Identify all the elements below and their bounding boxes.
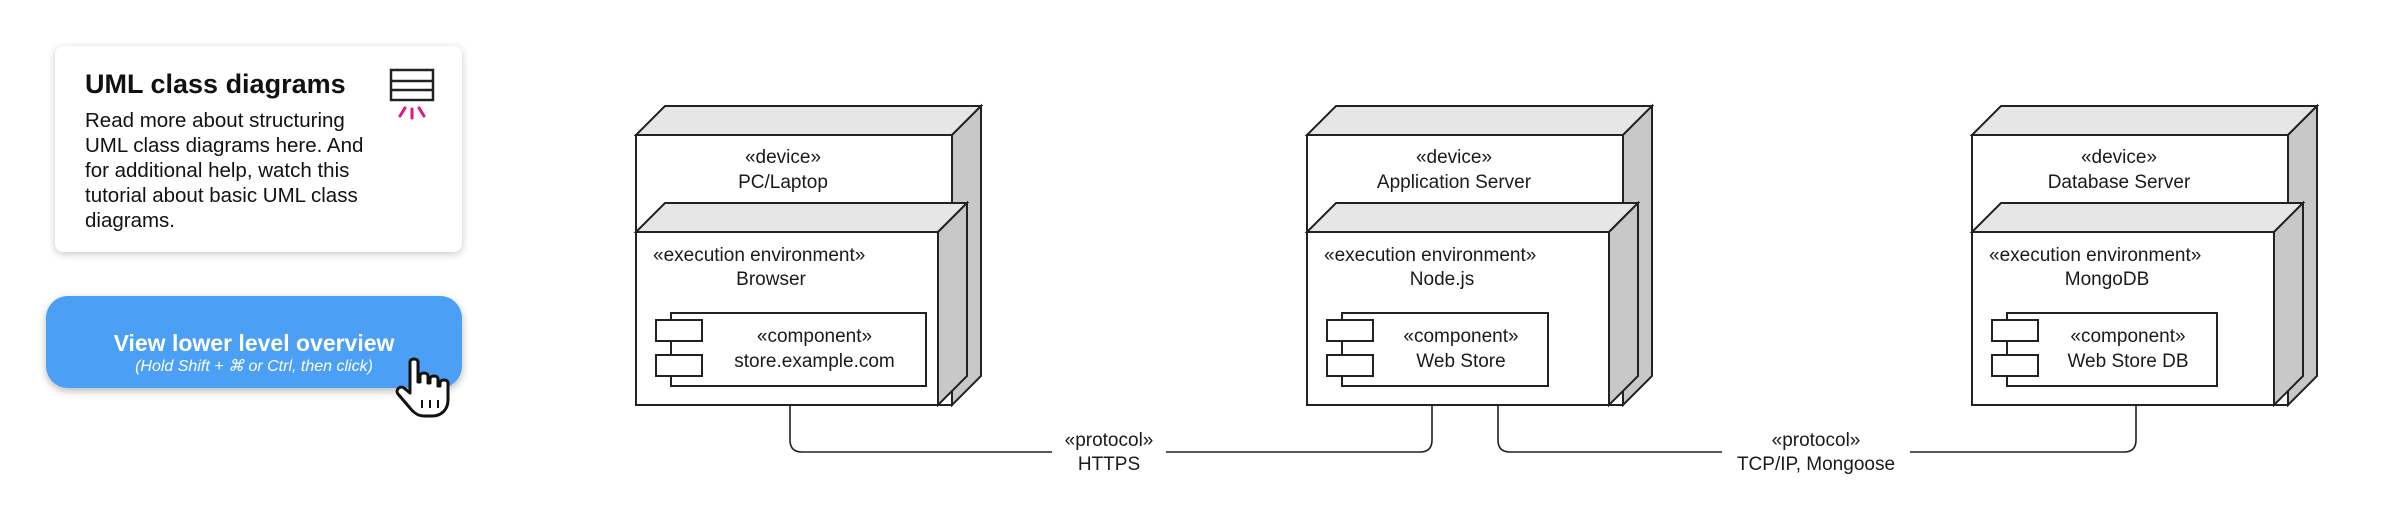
connection-labels: «protocol» HTTPS «protocol» TCP/IP, Mong… <box>1052 428 1910 478</box>
connection-label-background <box>1722 428 1910 478</box>
component-port-icon <box>1326 319 1374 342</box>
component-box <box>670 312 927 387</box>
component-port-icon <box>1991 354 2039 377</box>
component[interactable]: «component» Web Store DB <box>1991 312 2218 387</box>
connection-name: TCP/IP, Mongoose <box>1737 454 1895 475</box>
device-stereotype: «device» <box>745 147 821 168</box>
device-name: Application Server <box>1377 172 1532 193</box>
component-port-icon <box>1326 354 1374 377</box>
component-stereotype: «component» <box>1403 326 1518 347</box>
environment-box-top <box>1969 202 2306 233</box>
component-box <box>2006 312 2218 387</box>
cta-hint: (Hold Shift + ⌘ or Ctrl, then click) <box>135 357 373 375</box>
device-box-top <box>633 105 984 136</box>
environment-box-top <box>1304 202 1641 233</box>
environment-box-side <box>937 200 968 408</box>
environment-stereotype: «execution environment» <box>1324 245 1536 266</box>
device-box-top <box>1969 105 2320 136</box>
component-port-icon <box>655 354 703 377</box>
component-name: Web Store DB <box>2067 351 2188 372</box>
environment-name: Browser <box>736 269 806 290</box>
device-node[interactable]: «device» PC/Laptop «execution environment»… <box>633 103 984 408</box>
connection-lines <box>789 405 2137 453</box>
component-stereotype: «component» <box>2070 326 2185 347</box>
connection-name: HTTPS <box>1078 454 1140 475</box>
class-diagram-icon <box>389 68 437 133</box>
environment-name: MongoDB <box>2065 269 2150 290</box>
device-name: PC/Laptop <box>738 172 828 193</box>
device-node[interactable]: «device» Database Server «execution enviro… <box>1969 103 2320 408</box>
component[interactable]: «component» Web Store <box>1326 312 1549 387</box>
info-card-text[interactable]: Read more about structuring UML class di… <box>85 109 364 232</box>
info-card: UML class diagrams Read more about struc… <box>55 46 462 252</box>
component-stereotype: «component» <box>757 326 872 347</box>
environment-box-side <box>2273 200 2304 408</box>
environment-stereotype: «execution environment» <box>653 245 865 266</box>
component-name: store.example.com <box>734 351 895 372</box>
component-port-icon <box>1991 319 2039 342</box>
component-name: Web Store <box>1416 351 1505 372</box>
info-card-title: UML class diagrams <box>85 69 346 99</box>
pointer-hand-icon <box>392 356 456 425</box>
cta-label: View lower level overview <box>113 329 395 356</box>
device-node[interactable]: «device» Application Server «execution env… <box>1304 103 1655 408</box>
connection-stereotype: «protocol» <box>1772 430 1861 451</box>
environment-box-side <box>1608 200 1639 408</box>
device-box-top <box>1304 105 1655 136</box>
nodes-layer: «device» PC/Laptop «execution environment»… <box>633 103 2320 408</box>
environment-box-top <box>633 202 970 233</box>
connection-stereotype: «protocol» <box>1065 430 1154 451</box>
component-port-icon <box>655 319 703 342</box>
connection-label-background <box>1052 428 1166 478</box>
device-name: Database Server <box>2048 172 2191 193</box>
component[interactable]: «component» store.example.com <box>655 312 927 387</box>
component-box <box>1341 312 1549 387</box>
device-stereotype: «device» <box>2081 147 2157 168</box>
device-stereotype: «device» <box>1416 147 1492 168</box>
environment-name: Node.js <box>1410 269 1474 290</box>
view-lower-level-overview-button[interactable]: View lower level overview (Hold Shift + … <box>46 296 462 388</box>
environment-stereotype: «execution environment» <box>1989 245 2201 266</box>
